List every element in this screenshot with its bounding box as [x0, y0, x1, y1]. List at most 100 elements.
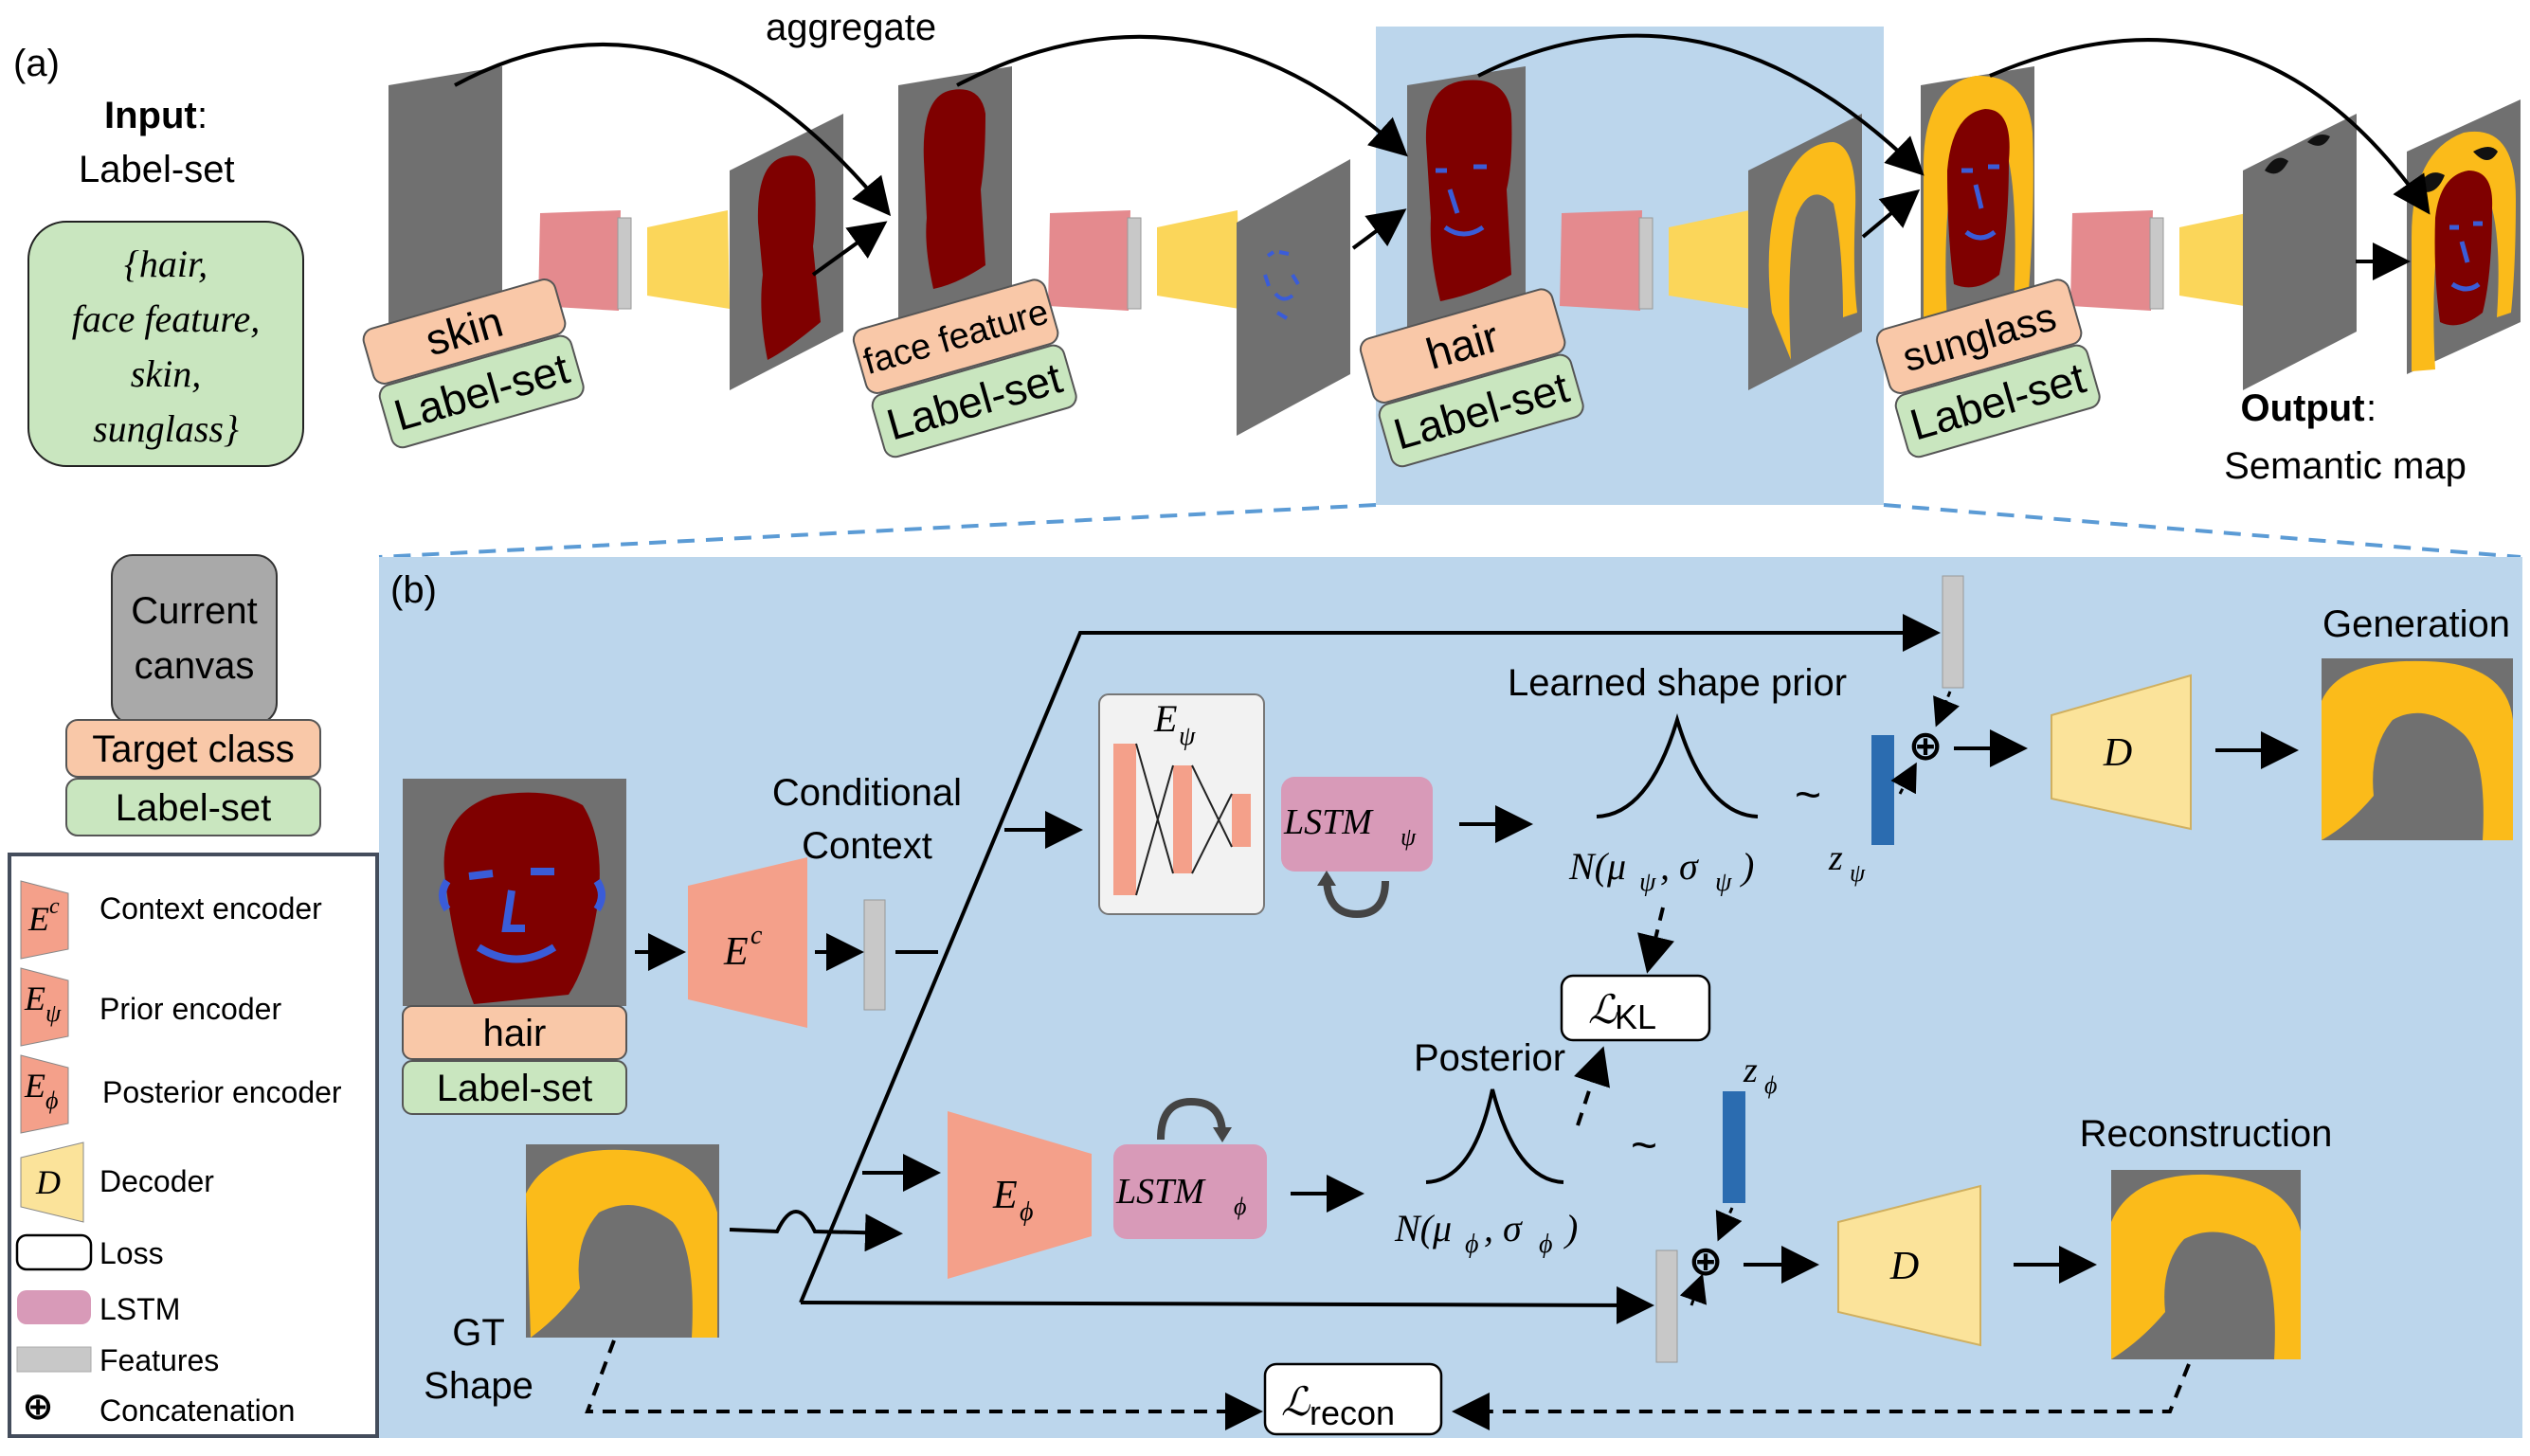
- legend-text: Context encoder: [99, 891, 322, 926]
- encoder-block: [1048, 210, 1130, 311]
- panel-a-label: (a): [13, 43, 60, 84]
- recon-loss-label: ℒ: [1281, 1381, 1310, 1425]
- stage-2: [898, 66, 1350, 436]
- posterior-encoder-sub: ϕ: [1020, 1197, 1034, 1227]
- aggregate-arrow: [454, 42, 892, 217]
- z-posterior: [1723, 1091, 1745, 1203]
- prior-layer: [1173, 765, 1192, 873]
- posterior-dist-sub: ϕ: [1539, 1230, 1553, 1259]
- context-feature-top: [1942, 575, 1964, 689]
- context-feature: [863, 899, 886, 1011]
- decoder-bottom: [1837, 1184, 1981, 1347]
- zoom-line: [378, 503, 1377, 559]
- gt-shape-label: Shape: [424, 1365, 533, 1407]
- prior-dist-text: ): [1740, 845, 1754, 888]
- context-encoder: [688, 857, 807, 1028]
- decoder-top-label: D: [2103, 731, 2132, 775]
- lstm-posterior-label: LSTM: [1115, 1172, 1206, 1212]
- aggregate-arrow: [956, 34, 1408, 157]
- stage-2-tags: face feature Label-set: [852, 279, 1077, 458]
- concat-symbol: ⊕: [1689, 1238, 1724, 1285]
- gt-shape-label: GT: [452, 1312, 505, 1354]
- prior-layer: [1113, 744, 1136, 895]
- legend-text: Loss: [99, 1236, 164, 1270]
- input-set-line: face feature,: [72, 297, 260, 340]
- posterior-encoder-label: E: [992, 1174, 1018, 1217]
- recon-loss-sub: recon: [1310, 1393, 1395, 1432]
- labelset-tag: [1894, 344, 2101, 458]
- legend-symbol: E: [27, 900, 49, 938]
- target-class-tag: [1875, 279, 2083, 394]
- prior-encoder-sub: ψ: [1179, 722, 1196, 751]
- legend-symbol-sup: c: [49, 894, 60, 919]
- decoder-top: [2051, 674, 2192, 831]
- aggregate-arrow: [1477, 33, 1925, 176]
- recon-loss-box: [1263, 1362, 1443, 1436]
- generation-label: Generation: [2322, 603, 2510, 645]
- learned-prior-label: Learned shape prior: [1508, 662, 1847, 704]
- aggregate-label: aggregate: [766, 7, 936, 48]
- input-set-line: sunglass}: [93, 407, 239, 450]
- concat-symbol: ⊕: [1908, 723, 1943, 769]
- input-title: Input: [104, 95, 197, 136]
- context-encoder-sup: c: [750, 921, 763, 950]
- posterior-label: Posterior: [1414, 1037, 1565, 1079]
- face-feature-shape: [1263, 250, 1300, 320]
- posterior-dist-text: , σ: [1484, 1207, 1523, 1249]
- decoder-block: [1157, 210, 1239, 309]
- face-feature-shape: [1436, 164, 1487, 237]
- posterior-gaussian: [1425, 1088, 1564, 1184]
- stage-4: [1921, 66, 2357, 390]
- lstm-loop: [1157, 1097, 1226, 1141]
- legend-feature-icon: [16, 1346, 92, 1373]
- prior-encoder-label: E: [1153, 697, 1177, 740]
- prior-connections: [1135, 743, 1233, 896]
- prior-dist-sub: ψ: [1639, 868, 1656, 897]
- input-subtitle: Label-set: [79, 149, 235, 190]
- prior-gaussian: [1596, 713, 1759, 818]
- decoder-block: [2179, 210, 2262, 309]
- prior-dist-sub: ψ: [1715, 868, 1732, 897]
- kl-arrow: [1637, 907, 1674, 974]
- legend-current-canvas: [111, 554, 278, 725]
- forward-arrow: [1861, 189, 1921, 239]
- legend-encoder-icon: [20, 967, 69, 1047]
- zoom-line: [1883, 503, 2521, 559]
- posterior-dist-text: ): [1563, 1207, 1578, 1249]
- z-posterior-label: z: [1743, 1051, 1758, 1090]
- input-title-colon: :: [197, 95, 208, 136]
- legend-target-text: Target class: [92, 728, 294, 770]
- sample-tilde: ~: [1631, 1121, 1657, 1171]
- legend-text: Features: [99, 1343, 219, 1377]
- posterior-dist-text: N(μ: [1394, 1207, 1452, 1249]
- legend-labelset-text: Label-set: [116, 787, 272, 829]
- feature-bar: [617, 217, 632, 310]
- z-prior: [1871, 735, 1894, 845]
- concat-arrow: [1679, 1273, 1708, 1306]
- legend-text: Concatenation: [99, 1393, 295, 1428]
- stage-1-tags: skin Label-set: [362, 279, 585, 449]
- feature-bar: [1127, 217, 1142, 310]
- legend-symbol: E: [24, 980, 45, 1017]
- conditional-context-label: Conditional: [772, 772, 962, 814]
- skin-shape: [443, 792, 600, 1004]
- concat-arrow: [1933, 691, 1960, 728]
- input-set-line: skin,: [131, 352, 201, 395]
- legend-canvas-text: canvas: [135, 645, 255, 687]
- legend-symbol-sub: ψ: [45, 999, 62, 1027]
- labelset-tag: [871, 344, 1077, 458]
- kl-loss-box: [1560, 974, 1711, 1042]
- hair-shape: [2111, 1174, 2301, 1359]
- face-feature-shape: [2449, 221, 2483, 292]
- legend-encoder-icon: [20, 880, 69, 960]
- legend-text: Posterior encoder: [102, 1075, 342, 1109]
- context-feature-bottom: [1655, 1249, 1678, 1363]
- kl-loss-label: ℒ: [1588, 989, 1617, 1033]
- face-feature-shape: [439, 868, 605, 963]
- skin-shape: [757, 155, 821, 360]
- encoder-block: [1560, 210, 1642, 311]
- lstm-loop-head: [1213, 1127, 1232, 1142]
- skin-shape: [1425, 80, 1512, 301]
- labelset-tag: [378, 334, 585, 449]
